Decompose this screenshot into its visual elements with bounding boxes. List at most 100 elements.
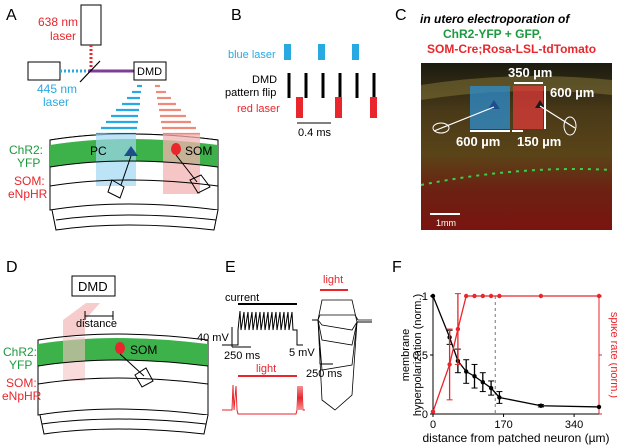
c-pc-neuron — [488, 100, 500, 109]
blue-laser-label: blue laser — [228, 49, 276, 61]
pc-pipette — [107, 179, 125, 199]
f-x-tick-label: 340 — [565, 419, 583, 431]
f-y-tick-label: 0 — [422, 409, 428, 421]
c-pipette-left — [433, 106, 495, 132]
f-data-point — [596, 293, 602, 299]
c-title-3: SOM-Cre;Rosa-LSL-tdTomato — [427, 42, 596, 56]
f-data-point — [488, 293, 494, 299]
e-40mv-label: 40 mV — [197, 332, 229, 344]
d-som-npr-label-2: eNpHR — [2, 389, 42, 403]
f-data-point — [596, 404, 602, 410]
d-som-neuron — [115, 342, 125, 354]
red-pulses — [296, 97, 377, 118]
f-y-tick-label: 1 — [422, 291, 428, 303]
som-npr-label-2: eNpHR — [8, 187, 48, 201]
f-data-point — [472, 293, 477, 299]
c-600h-label: 600 µm — [456, 134, 500, 149]
f-data-point — [464, 369, 469, 374]
d-som-npr-label-1: SOM: — [6, 376, 37, 390]
e-trace-light — [222, 384, 305, 415]
f-x-tick-label: 0 — [430, 419, 436, 431]
d-dmd-box — [71, 275, 116, 297]
c-pipette-left-tip — [432, 122, 450, 134]
slab-lower — [51, 209, 219, 231]
f-data-point — [480, 293, 485, 299]
laser-red-label-2: laser — [50, 29, 76, 43]
som-pipette — [189, 174, 211, 194]
panel-label-f: F — [392, 259, 402, 276]
e-5mv-label: 5 mV — [289, 347, 315, 359]
f-data-point — [538, 403, 544, 408]
e-light-label-1: light — [256, 363, 276, 375]
dmd-box — [133, 61, 167, 81]
e-hyperpol-traces — [312, 299, 372, 411]
d-chr2-label-2: YFP — [9, 358, 32, 372]
f-data-point — [480, 379, 485, 385]
d-slab-lower — [39, 414, 209, 435]
c-title-2: ChR2-YFP + GFP, — [443, 27, 542, 41]
d-layer-line-1 — [37, 359, 209, 367]
pc-neuron — [124, 146, 138, 156]
dichroic-mirror — [79, 60, 101, 83]
chr2-label-2: YFP — [17, 156, 40, 170]
f-y-label-2: hyperpolarization (norm.) — [412, 294, 424, 416]
e-250ms-label: 250 ms — [224, 350, 261, 362]
f-data-point — [497, 395, 502, 400]
c-350-label: 350 µm — [508, 65, 552, 80]
panel-label-e: E — [225, 259, 236, 276]
d-red-spot — [63, 337, 85, 381]
f-data-point — [472, 374, 477, 379]
f-data-point — [464, 293, 469, 299]
f-x-label: distance from patched neuron (µm) — [422, 431, 609, 445]
f-data-point — [430, 293, 436, 299]
dmd-flip-label-1: DMD — [252, 74, 277, 86]
panel-label-c: C — [395, 7, 407, 24]
d-layer-line-2 — [37, 377, 209, 385]
pc-label: PC — [90, 144, 107, 158]
c-som-neuron — [535, 100, 545, 108]
f-y-label-1: membrane — [400, 329, 412, 382]
som-npr-label-1: SOM: — [14, 174, 45, 188]
c-pipette-right-tip — [563, 116, 577, 136]
blue-projection — [96, 84, 142, 136]
d-chr2-label-1: ChR2: — [3, 345, 37, 359]
f-data-point — [430, 409, 436, 414]
d-pipette — [134, 367, 154, 388]
som-neuron — [171, 143, 181, 155]
dmd-flip-label-2: pattern flip — [225, 87, 276, 99]
f-series-line-1 — [432, 295, 599, 412]
chr2-label-1: ChR2: — [9, 143, 43, 157]
red-laser-label: red laser — [237, 103, 280, 115]
f-data-point — [455, 326, 461, 332]
layer-line-2 — [49, 179, 219, 187]
e-current-label: current — [225, 292, 259, 304]
laser-blue-label-2: laser — [43, 95, 69, 109]
f-y-tick-label: 0.5 — [413, 350, 428, 362]
c-150-label: 150 µm — [517, 134, 561, 149]
som-electrode — [175, 154, 198, 183]
d-dmd-label: DMD — [78, 279, 108, 294]
d-som-label: SOM — [130, 343, 157, 357]
e-trace-current — [222, 310, 303, 346]
f-data-point — [488, 385, 494, 391]
panel-label-b: B — [231, 7, 242, 24]
f-x-tick-label: 170 — [494, 419, 512, 431]
e-light-label-2: light — [323, 274, 343, 286]
chart-f: 0 170 340 0 0.5 1 distance from patched neuron… — [400, 291, 617, 445]
laser-red-label-1: 638 nm — [38, 15, 78, 29]
f-data-point — [538, 293, 544, 299]
blue-laser-box — [27, 61, 61, 81]
e-250ms-label-2: 250 ms — [306, 368, 343, 380]
blue-pulses — [284, 44, 359, 60]
c-600v-label: 600 µm — [550, 85, 594, 100]
panel-label-d: D — [6, 259, 18, 276]
c-title-1: in utero electroporation of — [420, 12, 570, 26]
d-distance-label: distance — [76, 318, 117, 330]
f-data-point — [447, 362, 452, 367]
dmd-label: DMD — [137, 66, 162, 78]
f-y-label-right: spike rate (norm.) — [608, 312, 617, 398]
micro-green-dots — [420, 168, 613, 186]
pc-electrode — [120, 155, 132, 186]
panel-label-a: A — [6, 7, 17, 24]
